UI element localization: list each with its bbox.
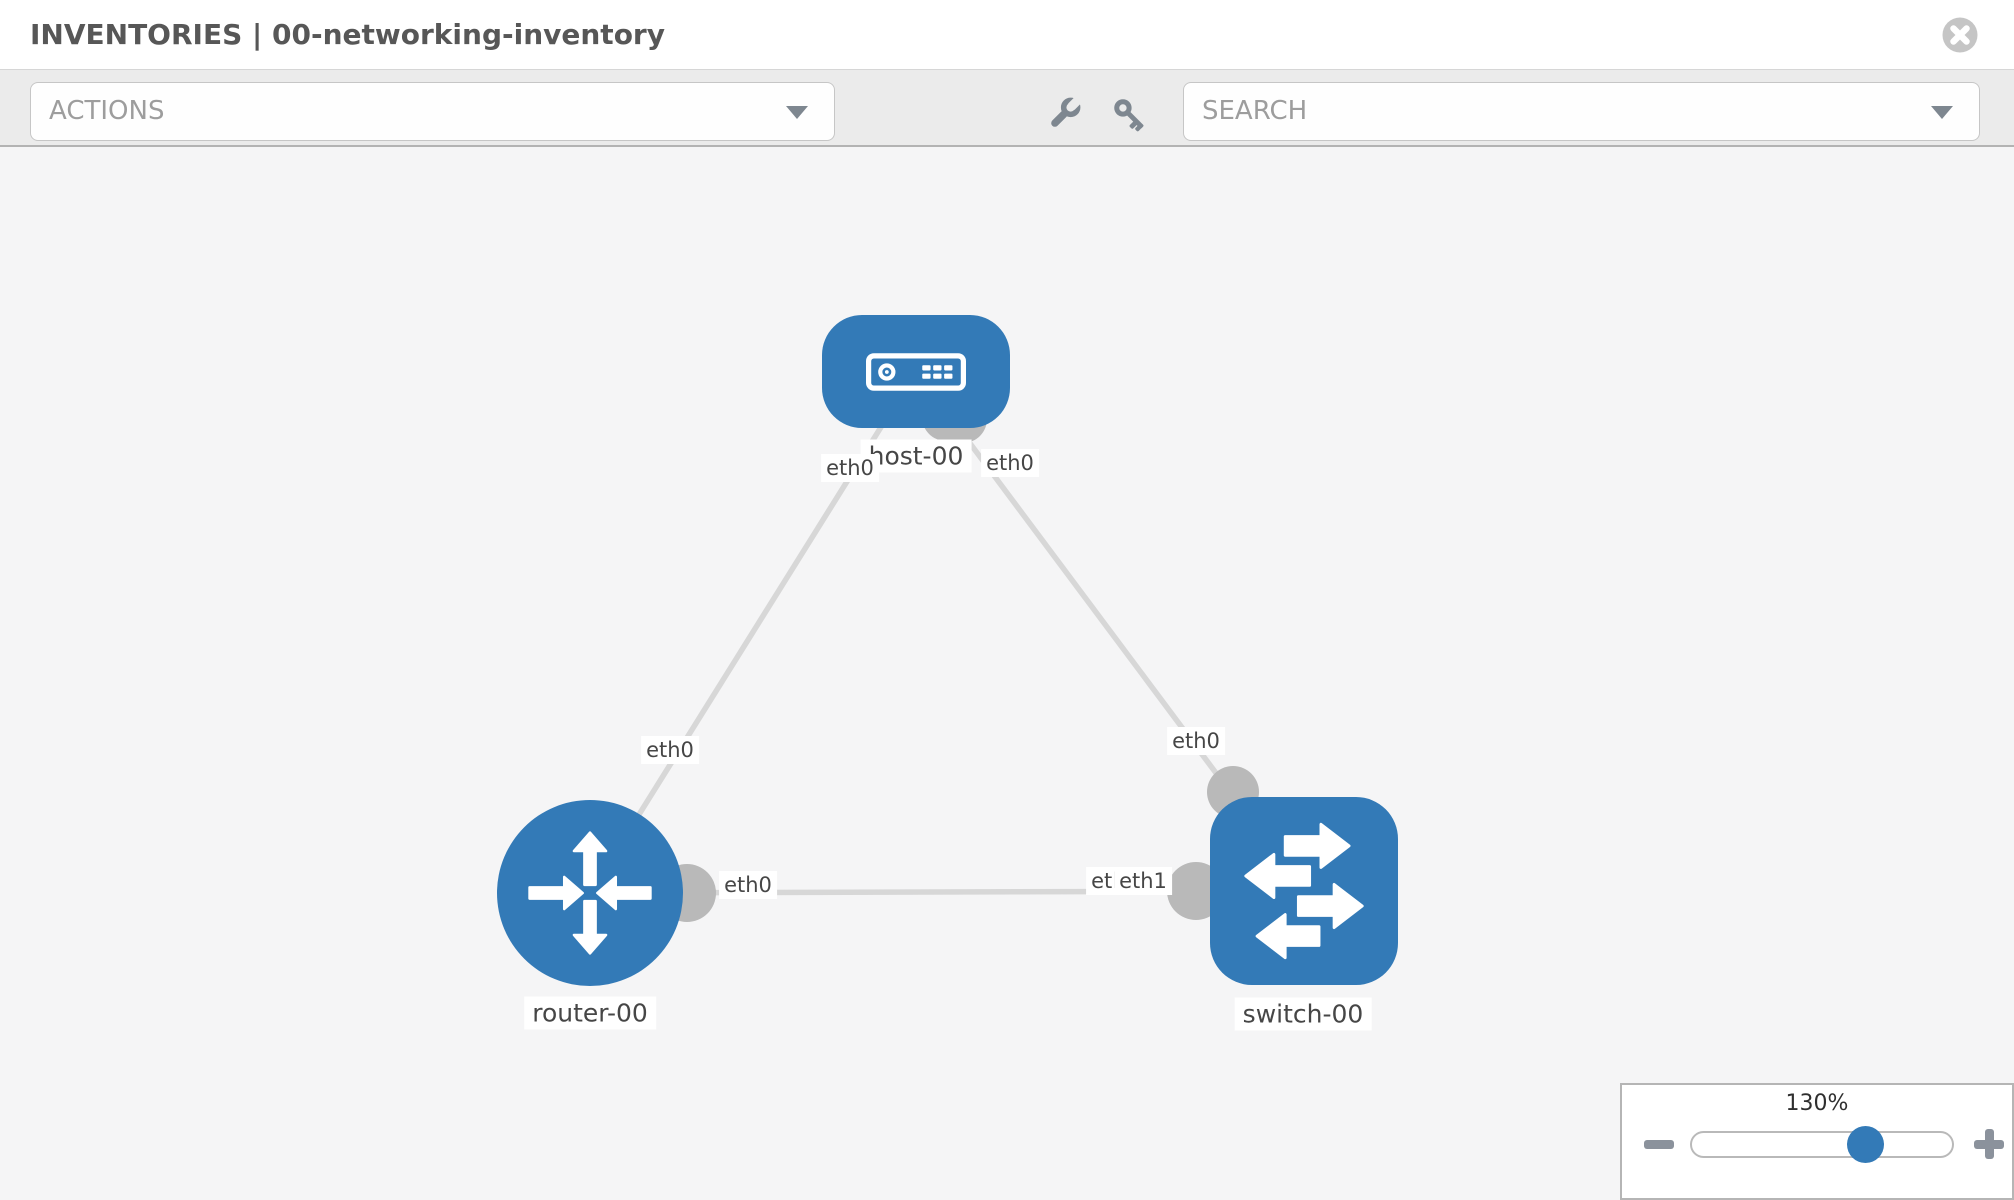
credentials-button[interactable]: [1110, 94, 1150, 136]
key-icon: [1114, 99, 1144, 132]
actions-dropdown[interactable]: ACTIONS: [30, 82, 835, 141]
actions-dropdown-label: ACTIONS: [49, 96, 165, 126]
interface-label: eth0: [641, 736, 699, 764]
node-label-router[interactable]: router-00: [524, 996, 656, 1030]
links-layer: [587, 369, 1307, 922]
search-dropdown[interactable]: SEARCH: [1183, 82, 1980, 141]
minus-icon: [1644, 1140, 1674, 1149]
node-host-00[interactable]: [822, 315, 1010, 428]
router-arrows-icon: [528, 831, 652, 955]
node-router-00[interactable]: [497, 800, 683, 986]
topology-canvas[interactable]: host-00 router-00 switch-00 eth0 eth0 et…: [0, 147, 2014, 1200]
interface-label: eth1: [1114, 867, 1172, 895]
interface-label: eth0: [719, 871, 777, 899]
node-switch-00[interactable]: [1210, 797, 1398, 985]
zoom-slider-thumb[interactable]: [1847, 1126, 1884, 1163]
zoom-panel: 130%: [1620, 1083, 2014, 1200]
interface-label: eth0: [981, 449, 1039, 477]
node-label-switch[interactable]: switch-00: [1234, 997, 1372, 1031]
caret-down-icon: [1931, 106, 1953, 119]
zoom-level-label: 130%: [1785, 1091, 1849, 1116]
zoom-slider-track[interactable]: [1690, 1131, 1954, 1158]
close-icon: [1942, 17, 1978, 53]
node-label-host[interactable]: host-00: [860, 439, 972, 473]
configure-button[interactable]: [1045, 94, 1085, 136]
search-dropdown-label: SEARCH: [1202, 96, 1308, 126]
interface-label: eth0: [821, 454, 879, 482]
caret-down-icon: [786, 106, 808, 119]
page-title: INVENTORIES | 00-networking-inventory: [30, 18, 665, 51]
close-button[interactable]: [1942, 17, 1978, 53]
zoom-out-button[interactable]: [1644, 1136, 1674, 1152]
interface-label: eth0: [1167, 727, 1225, 755]
toolbar: ACTIONS SEARCH: [0, 70, 2014, 147]
wrench-icon: [1051, 96, 1082, 127]
switch-arrows-icon: [1244, 822, 1364, 960]
server-icon: [866, 352, 966, 391]
header: INVENTORIES | 00-networking-inventory: [0, 0, 2014, 70]
zoom-in-button[interactable]: [1973, 1128, 2005, 1160]
